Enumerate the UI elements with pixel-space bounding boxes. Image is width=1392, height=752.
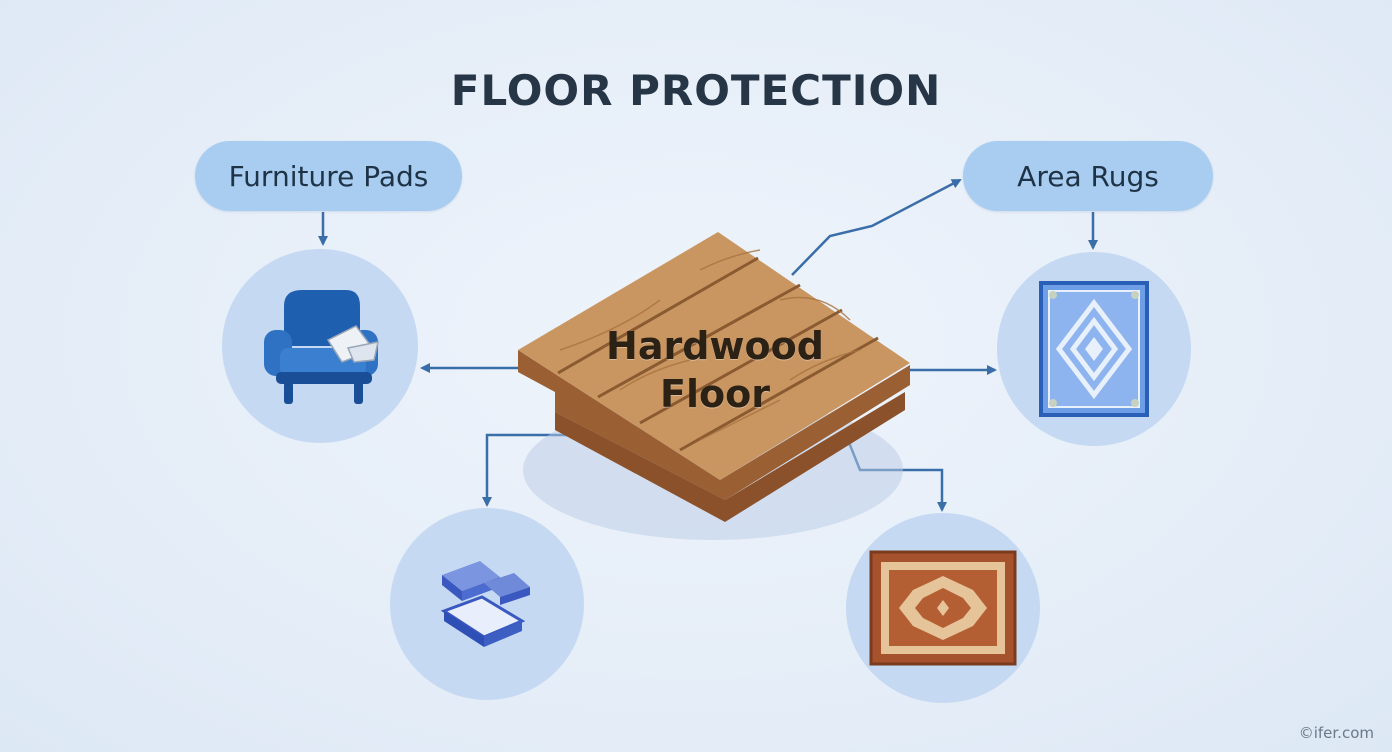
blue-patterned-rug-icon <box>1039 281 1149 417</box>
floor-mats-circle <box>390 508 584 700</box>
watermark: ©ifer.com <box>1298 724 1374 742</box>
hardwood-floor-label: Hardwood Floor <box>560 322 870 418</box>
furniture-pads-label: Furniture Pads <box>195 141 462 211</box>
diagram-title: FLOOR PROTECTION <box>450 66 942 115</box>
furniture-pads-circle <box>222 249 418 443</box>
hardwood-floor-line2: Floor <box>660 372 770 416</box>
floor-mats-icon <box>440 561 530 647</box>
armchair-icon <box>264 290 379 404</box>
area-rugs-label: Area Rugs <box>963 141 1213 211</box>
hardwood-floor-line1: Hardwood <box>606 324 824 368</box>
blue-rug-circle <box>997 252 1191 446</box>
brown-patterned-rug-icon <box>869 550 1017 666</box>
arrow-floor-to-area-rugs <box>791 178 962 276</box>
brown-rug-circle <box>846 513 1040 703</box>
arrow-floor-to-mats <box>482 433 578 507</box>
